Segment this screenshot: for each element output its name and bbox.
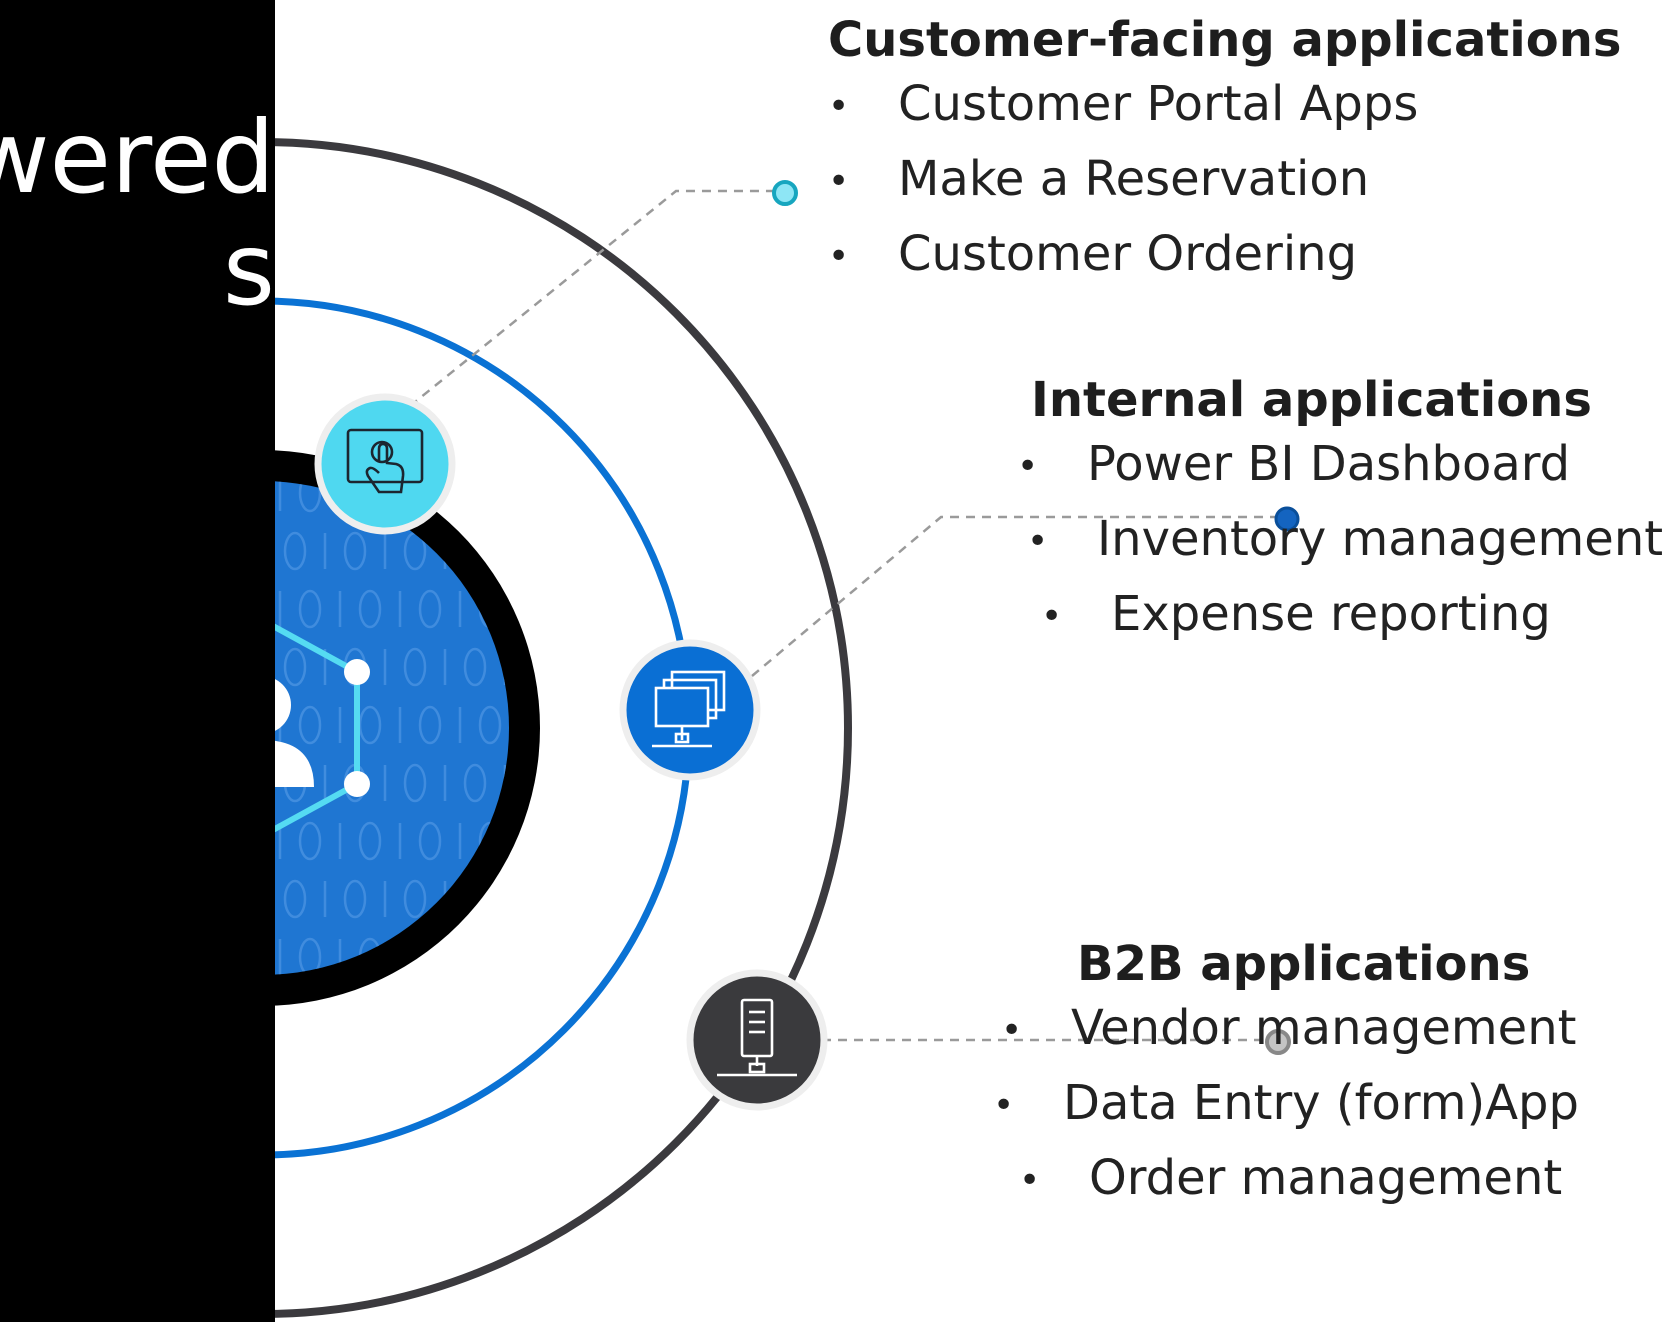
binary-digit — [540, 823, 560, 859]
page-title: wered s — [0, 102, 275, 326]
bullet: • — [1027, 521, 1049, 562]
title-panel: wered s — [0, 0, 275, 1322]
binary-digit — [525, 881, 545, 917]
group-heading: B2B applications — [1077, 936, 1531, 992]
list-item: • Power BI Dashboard — [1017, 428, 1663, 503]
binary-digit — [478, 937, 502, 975]
connector-dot-b2b — [1265, 1029, 1291, 1055]
bullet: • — [828, 161, 850, 202]
group-list: • Power BI Dashboard • Inventory managemen… — [1017, 428, 1663, 653]
binary-digit — [525, 533, 545, 569]
connector-internal — [751, 515, 1287, 677]
binary-digit — [405, 997, 425, 1033]
binary-digit — [403, 879, 427, 919]
binary-digit — [540, 939, 560, 975]
binary-digit — [358, 589, 382, 629]
binary-digit — [478, 705, 502, 745]
binary-digit — [540, 591, 560, 627]
list-item: • Data Entry (form)App — [993, 1067, 1579, 1142]
binary-digit — [540, 475, 560, 511]
list-item: • Expense reporting — [1041, 578, 1663, 653]
binary-digit — [343, 879, 367, 919]
binary-digit — [298, 589, 322, 629]
binary-digit — [358, 821, 382, 861]
connector-dot-customer — [772, 180, 798, 206]
binary-digit — [343, 531, 367, 571]
list-item: • Customer Ordering — [828, 218, 1621, 293]
title-line-2: s — [222, 211, 275, 328]
bullet: • — [1019, 1160, 1041, 1201]
list-item: • Vendor management — [1001, 992, 1579, 1067]
binary-digit — [478, 481, 502, 513]
touch-screen-icon — [346, 428, 424, 494]
binary-digit — [283, 879, 307, 919]
internal-node — [619, 639, 761, 781]
list-item: • Inventory management — [1027, 503, 1663, 578]
title-line-1: wered — [0, 99, 275, 216]
list-item-label: Expense reporting — [1111, 586, 1551, 642]
binary-digit — [298, 937, 322, 975]
bullet: • — [993, 1085, 1015, 1126]
connector-customer — [409, 189, 785, 407]
list-item-label: Inventory management — [1097, 511, 1664, 567]
list-item: • Make a Reservation — [828, 143, 1621, 218]
b2b-node — [686, 969, 828, 1111]
binary-digit — [418, 705, 442, 745]
bullet: • — [1017, 446, 1039, 487]
group-heading: Internal applications — [1031, 372, 1592, 428]
binary-digit — [298, 821, 322, 861]
list-item-label: Power BI Dashboard — [1087, 436, 1571, 492]
server-icon — [717, 998, 797, 1077]
group-list: • Customer Portal Apps • Make a Reservatio… — [828, 68, 1621, 293]
binary-digit — [345, 997, 365, 1033]
bullet: • — [828, 236, 850, 277]
binary-digit — [525, 997, 545, 1033]
connector-dot-internal — [1274, 506, 1300, 532]
binary-digit — [283, 647, 307, 687]
binary-digit — [298, 705, 322, 745]
group-internal: Internal applications • Power BI Dashboar… — [1017, 372, 1663, 653]
list-item: • Customer Portal Apps — [828, 68, 1621, 143]
binary-digit — [283, 531, 307, 571]
bullet: • — [828, 86, 850, 127]
networked-desktops-icon — [652, 670, 726, 748]
binary-digit — [403, 763, 427, 803]
group-b2b: B2B applications • Vendor management • Dat… — [993, 936, 1579, 1217]
list-item-label: Make a Reservation — [898, 151, 1370, 207]
group-list: • Vendor management • Data Entry (form)App… — [993, 992, 1579, 1217]
binary-digit — [418, 821, 442, 861]
binary-digit — [463, 763, 487, 803]
list-item-label: Vendor management — [1071, 1000, 1577, 1056]
binary-digit — [298, 481, 322, 513]
customer-facing-node — [314, 393, 456, 535]
group-customer-facing: Customer-facing applications • Customer P… — [828, 12, 1621, 293]
bullet: • — [1041, 596, 1063, 637]
binary-digit — [403, 647, 427, 687]
list-item: • Order management — [1019, 1142, 1579, 1217]
binary-digit — [463, 647, 487, 687]
list-item-label: Order management — [1089, 1150, 1563, 1206]
list-item-label: Data Entry (form)App — [1063, 1075, 1579, 1131]
binary-digit — [465, 997, 485, 1033]
list-item-label: Customer Ordering — [898, 226, 1358, 282]
group-heading: Customer-facing applications — [828, 12, 1622, 68]
bullet: • — [1001, 1010, 1023, 1051]
binary-digit — [418, 589, 442, 629]
binary-digit — [540, 707, 560, 743]
list-item-label: Customer Portal Apps — [898, 76, 1419, 132]
